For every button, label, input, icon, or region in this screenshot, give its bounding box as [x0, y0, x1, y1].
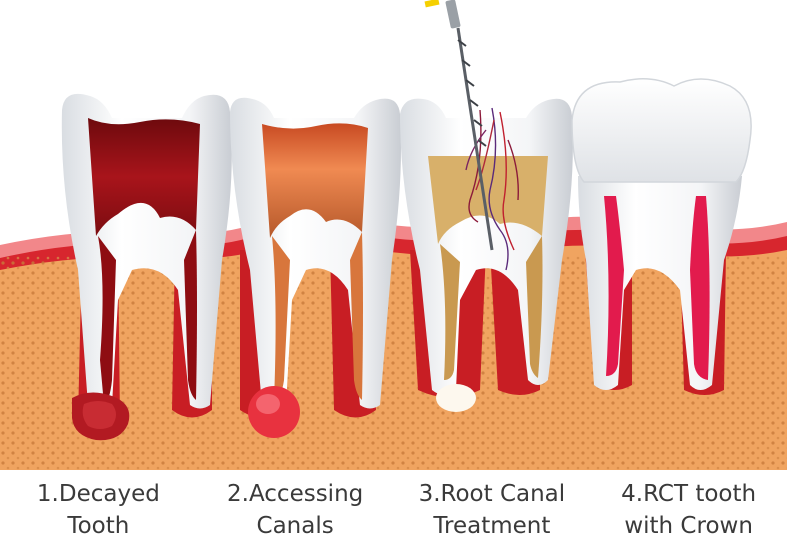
caption-line: 4.RCT tooth: [621, 481, 757, 507]
caption-line: 2.Accessing: [227, 481, 364, 507]
stage-captions: 1.Decayed Tooth 2.Accessing Canals 3.Roo…: [0, 472, 787, 556]
caption-accessing-canals: 2.Accessing Canals: [197, 472, 394, 556]
caption-line: Treatment: [433, 513, 551, 539]
tooth-decayed: [61, 93, 232, 441]
caption-line: with Crown: [624, 513, 753, 539]
tooth-accessing-canals: [230, 97, 401, 438]
caption-line: 1.Decayed: [36, 481, 160, 507]
caption-line: 3.Root Canal: [418, 481, 566, 507]
caption-rct-with-crown: 4.RCT tooth with Crown: [590, 472, 787, 556]
caption-line: Canals: [256, 513, 334, 539]
caption-decayed-tooth: 1.Decayed Tooth: [0, 472, 197, 556]
caption-line: Tooth: [67, 513, 130, 539]
caption-root-canal-treatment: 3.Root Canal Treatment: [394, 472, 591, 556]
root-canal-illustration: [0, 0, 787, 470]
tooth-rct-with-crown: [571, 78, 752, 390]
tooth-root-canal-treatment: [400, 0, 573, 412]
endodontic-file-icon: [424, 0, 494, 251]
